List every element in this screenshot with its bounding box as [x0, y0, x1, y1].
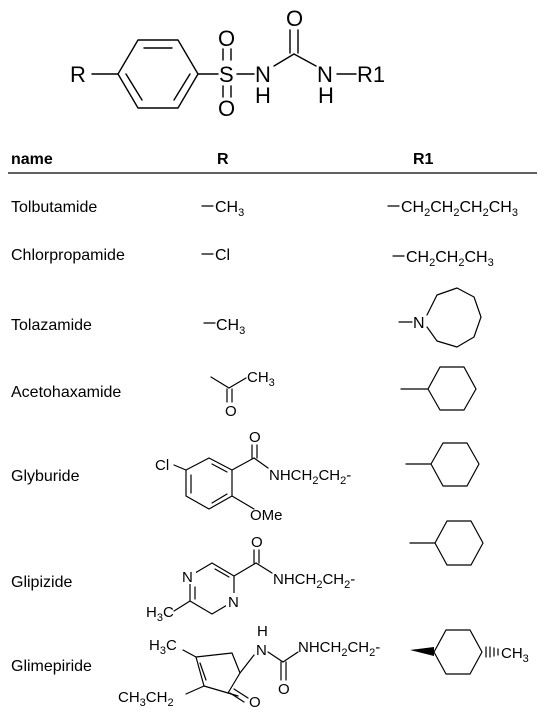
- ring-double-bond: [211, 463, 228, 473]
- drug-name: Glyburide: [11, 468, 80, 485]
- drug-name: Tolazamide: [11, 317, 92, 334]
- atom-h-label: H: [257, 623, 268, 640]
- bond: [173, 600, 191, 612]
- svg-text:CH3CH2: CH3CH2: [118, 689, 174, 709]
- bond: [255, 562, 273, 574]
- core-n-label: N: [317, 62, 333, 87]
- svg-text:H3C: H3C: [146, 604, 174, 624]
- r-group-glimepiride: H3C O CH3CH2 H N O NHCH2CH2-: [118, 623, 380, 711]
- drug-name: Acetohaxamide: [11, 384, 121, 401]
- bond: [233, 562, 257, 577]
- azocane-ring: [426, 287, 482, 348]
- drug-name: Glimepiride: [11, 658, 92, 675]
- header-r1: R1: [413, 151, 434, 168]
- core-n-label: N: [255, 62, 271, 87]
- bond: [182, 649, 197, 658]
- bond: [239, 654, 255, 674]
- bond: [210, 376, 230, 389]
- cyclohexane-ring: [427, 366, 477, 411]
- ring-double-bond: [199, 662, 207, 681]
- svg-text:NHCH2CH2-: NHCH2CH2-: [298, 639, 380, 659]
- r1-group-cyclohexyl: [400, 366, 477, 411]
- svg-text:CH2CH2CH3: CH2CH2CH3: [406, 249, 494, 269]
- bond: [267, 651, 284, 663]
- svg-text:NHCH2CH2-: NHCH2CH2-: [273, 571, 355, 591]
- atom-o-label: O: [278, 681, 290, 698]
- atom-n-label: N: [256, 642, 267, 659]
- core-benzene-ring: [117, 39, 199, 109]
- header-r: R: [217, 151, 229, 168]
- core-bond: [273, 53, 295, 67]
- benzene-ring: [185, 457, 233, 510]
- cyclopentenone-ring: [195, 652, 241, 694]
- bond: [228, 377, 247, 389]
- ring-double-bond: [211, 493, 228, 504]
- bond: [253, 457, 269, 469]
- bond: [173, 464, 187, 471]
- r1-group-cyclohexyl: [405, 442, 480, 487]
- co-bond: [229, 692, 245, 703]
- atom-n-label: N: [413, 315, 425, 332]
- cyclohexane-ring: [434, 520, 484, 566]
- atom-o-label: O: [249, 429, 261, 446]
- r1-group-trans-methylcyclohexyl: CH3: [410, 629, 529, 675]
- bond: [282, 651, 299, 663]
- r1-group-propyl: CH2CH2CH3: [392, 249, 494, 269]
- r1-group-cyclohexyl: [409, 520, 484, 566]
- cyclohexane-ring: [430, 442, 480, 487]
- core-structure: R S O O N H O N H R1: [70, 6, 385, 121]
- cyclohexane-ring: [433, 629, 483, 675]
- atom-o-label: O: [251, 534, 263, 551]
- svg-text:CH3: CH3: [215, 199, 244, 219]
- core-o-label: O: [218, 26, 235, 51]
- core-h-label: H: [318, 83, 334, 108]
- header-name: name: [11, 151, 53, 168]
- svg-text:NHCH2CH2-: NHCH2CH2-: [269, 467, 351, 487]
- r-group-glipizide: N N O NHCH2CH2- H3C: [146, 534, 355, 624]
- atom-o-label: O: [225, 403, 237, 420]
- drug-name: Chlorpropamide: [11, 247, 125, 264]
- label-mask: [226, 593, 242, 609]
- bond: [231, 457, 255, 471]
- bond: [185, 685, 205, 695]
- core-bond: [293, 53, 317, 67]
- svg-text:CH3: CH3: [247, 369, 275, 389]
- atom-n-label: N: [228, 594, 239, 611]
- core-o-label: O: [286, 6, 303, 31]
- co-bond: [233, 688, 249, 699]
- label-mask: [180, 568, 196, 584]
- svg-text:Cl: Cl: [215, 247, 230, 264]
- r1-group-azocane: N: [398, 287, 482, 348]
- atom-o-label: O: [249, 694, 261, 711]
- svg-text:CH2CH2CH2CH3: CH2CH2CH2CH3: [401, 199, 518, 219]
- core-ring-double-bond: [125, 73, 143, 101]
- svg-text:CH3: CH3: [216, 317, 245, 337]
- core-s-label: S: [219, 62, 234, 87]
- r-group-acetyl: O CH3: [210, 369, 275, 420]
- r-group-glyburide: Cl O NHCH2CH2- OMe: [155, 429, 351, 524]
- ring-double-bond: [214, 568, 230, 578]
- r1-group-butyl: CH2CH2CH2CH3: [387, 199, 518, 219]
- drug-name: Tolbutamide: [11, 199, 97, 216]
- svg-text:H3C: H3C: [149, 637, 177, 657]
- core-h-label: H: [255, 83, 271, 108]
- core-r-label: R: [70, 62, 86, 87]
- r-group-methyl: CH3: [203, 317, 245, 337]
- r-group-methyl: CH3: [201, 199, 244, 219]
- bond: [231, 495, 255, 510]
- r-group-chloro: Cl: [201, 247, 230, 264]
- atom-n-label: N: [182, 569, 193, 586]
- atom-cl-label: Cl: [155, 457, 169, 474]
- ome-label: OMe: [250, 507, 283, 524]
- wedge-bond: [410, 647, 434, 656]
- core-ring-double-bond: [173, 73, 191, 101]
- core-r1-label: R1: [357, 62, 385, 87]
- svg-text:CH3: CH3: [501, 645, 529, 665]
- drug-name: Glipizide: [11, 574, 72, 591]
- core-o-label: O: [218, 96, 235, 121]
